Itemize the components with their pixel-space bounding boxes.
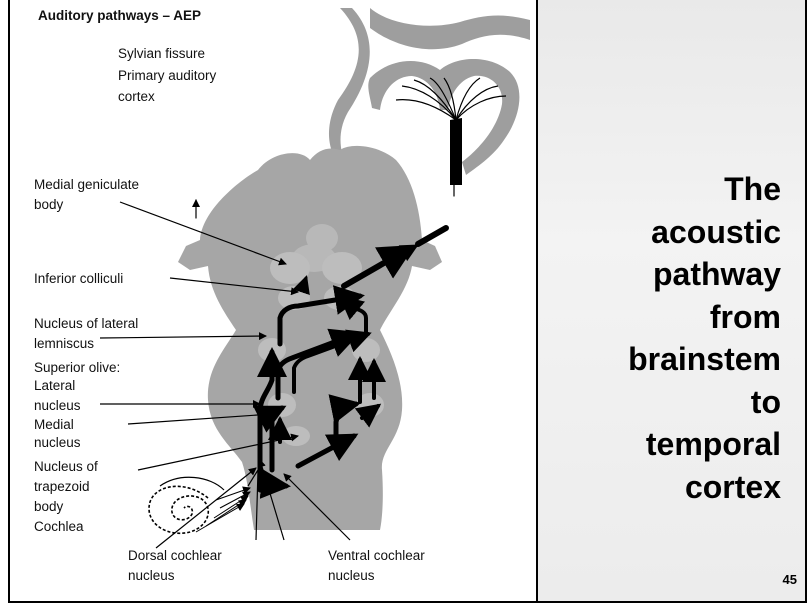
label-medial-nucleus-line2: nucleus xyxy=(34,435,81,450)
cochlea-spiral xyxy=(149,470,258,540)
label-lateral-lemniscus-line2: lemniscus xyxy=(34,336,94,351)
label-superior-olive: Superior olive: xyxy=(34,360,120,375)
figure-title: Auditory pathways – AEP xyxy=(38,8,201,23)
label-primary-auditory-line1: Primary auditory xyxy=(118,68,217,83)
label-lateral-nucleus-line1: Lateral xyxy=(34,378,75,393)
page-number: 45 xyxy=(783,572,797,587)
label-inferior-colliculi: Inferior colliculi xyxy=(34,271,123,286)
label-cochlea: Cochlea xyxy=(34,519,84,534)
label-primary-auditory-line2: cortex xyxy=(118,89,155,104)
label-trapezoid-line3: body xyxy=(34,499,64,514)
label-lateral-lemniscus-line1: Nucleus of lateral xyxy=(34,316,138,331)
side-panel: The acoustic pathway from brainstem to t… xyxy=(538,0,805,601)
label-medial-geniculate-line1: Medial geniculate xyxy=(34,177,139,192)
label-ventral-cochlear-line2: nucleus xyxy=(328,568,375,583)
label-dorsal-cochlear-line2: nucleus xyxy=(128,568,175,583)
label-trapezoid-line1: Nucleus of xyxy=(34,459,98,474)
label-dorsal-cochlear-line1: Dorsal cochlear xyxy=(128,548,222,563)
label-sylvian-fissure: Sylvian fissure xyxy=(118,46,205,61)
brainstem xyxy=(178,146,442,530)
pathway-diagram: Auditory pathways – AEP Sylvian fissure … xyxy=(10,0,536,603)
label-lateral-nucleus-line2: nucleus xyxy=(34,398,81,413)
label-medial-nucleus-line1: Medial xyxy=(34,417,74,432)
label-ventral-cochlear-line1: Ventral cochlear xyxy=(328,548,425,563)
label-medial-geniculate-line2: body xyxy=(34,197,64,212)
slide-title: The acoustic pathway from brainstem to t… xyxy=(551,168,781,508)
label-trapezoid-line2: trapezoid xyxy=(34,479,90,494)
auditory-pathway-figure: Auditory pathways – AEP Sylvian fissure … xyxy=(10,0,536,603)
